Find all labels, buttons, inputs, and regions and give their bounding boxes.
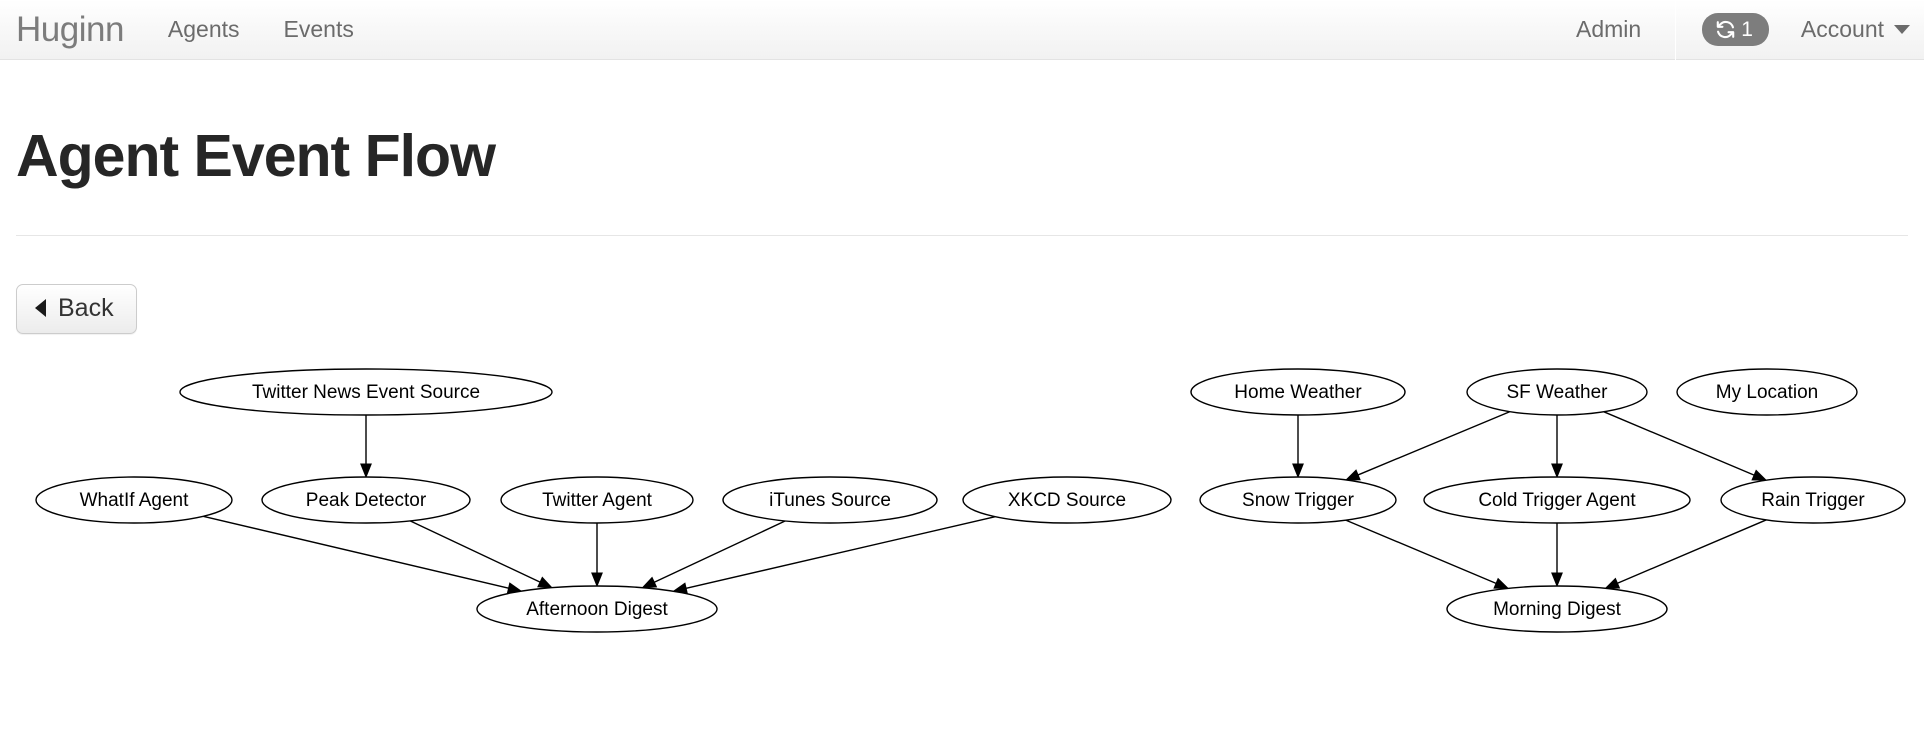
- graph-node-ellipse: [1190, 368, 1406, 416]
- graph-node-sf-weather[interactable]: SF Weather: [1466, 368, 1648, 416]
- graph-edge-arrowhead: [1551, 572, 1563, 588]
- graph-node-ellipse: [179, 368, 553, 416]
- navbar-left-group: Huginn Agents Events: [0, 12, 376, 47]
- graph-node-cold-trigger-agent[interactable]: Cold Trigger Agent: [1423, 476, 1691, 524]
- graph-node-ellipse: [261, 476, 471, 524]
- navbar-right-group: Admin 1 Account: [1554, 0, 1924, 60]
- graph-edge-arrowhead: [1751, 469, 1768, 481]
- title-divider: [16, 234, 1908, 236]
- graph-node-label: My Location: [1716, 382, 1818, 403]
- page-container: Agent Event Flow Back Twitter News Event…: [0, 123, 1924, 654]
- graph-node-ellipse: [1199, 476, 1397, 524]
- worker-status-count: 1: [1741, 18, 1753, 41]
- graph-node-label: WhatIf Agent: [80, 490, 190, 511]
- graph-edge: [685, 515, 996, 589]
- graph-node-whatif-agent[interactable]: WhatIf Agent: [35, 476, 233, 524]
- graph-node-ellipse: [1676, 368, 1858, 416]
- back-button-label: Back: [58, 293, 114, 322]
- graph-edge: [1603, 410, 1755, 476]
- brand-logo[interactable]: Huginn: [16, 10, 124, 49]
- graph-node-label: Afternoon Digest: [526, 599, 668, 620]
- graph-node-home-weather[interactable]: Home Weather: [1190, 368, 1406, 416]
- graph-node-ellipse: [500, 476, 694, 524]
- back-button[interactable]: Back: [16, 283, 137, 334]
- graph-edge: [1357, 410, 1511, 476]
- graph-edge-arrowhead: [1493, 577, 1510, 589]
- graph-node-label: XKCD Source: [1008, 490, 1126, 511]
- graph-node-morning-digest[interactable]: Morning Digest: [1446, 585, 1668, 633]
- graph-node-rain-trigger[interactable]: Rain Trigger: [1720, 476, 1906, 524]
- graph-node-twitter-news-event-source[interactable]: Twitter News Event Source: [179, 368, 553, 416]
- graph-node-label: Peak Detector: [306, 490, 427, 511]
- graph-node-label: Morning Digest: [1493, 599, 1621, 620]
- chevron-left-icon: [35, 299, 46, 318]
- graph-node-afternoon-digest[interactable]: Afternoon Digest: [476, 585, 718, 633]
- worker-status-badge[interactable]: 1: [1702, 13, 1769, 46]
- graph-node-ellipse: [1446, 585, 1668, 633]
- graph-edge-arrowhead: [1604, 577, 1621, 589]
- graph-edge-arrowhead: [1551, 463, 1563, 479]
- caret-down-icon: [1894, 25, 1910, 34]
- page-title: Agent Event Flow: [16, 123, 496, 189]
- graph-node-label: SF Weather: [1506, 382, 1608, 403]
- navbar-divider: [1675, 0, 1677, 60]
- nav-link-agents[interactable]: Agents: [167, 16, 240, 42]
- account-dropdown[interactable]: Account: [1783, 16, 1924, 43]
- graph-node-ellipse: [1720, 476, 1906, 524]
- graph-node-ellipse: [1423, 476, 1691, 524]
- graph-node-label: Cold Trigger Agent: [1478, 490, 1636, 511]
- graph-node-label: iTunes Source: [769, 490, 891, 511]
- graph-edge-layer: [203, 410, 1768, 594]
- graph-node-label: Home Weather: [1234, 382, 1362, 403]
- graph-node-xkcd-source[interactable]: XKCD Source: [962, 476, 1172, 524]
- graph-node-ellipse: [1466, 368, 1648, 416]
- graph-edge-arrowhead: [537, 576, 554, 589]
- graph-node-label: Rain Trigger: [1761, 490, 1865, 511]
- graph-node-ellipse: [35, 476, 233, 524]
- graph-node-label: Snow Trigger: [1242, 490, 1355, 511]
- account-label: Account: [1800, 16, 1884, 42]
- graph-edge-arrowhead: [641, 576, 658, 589]
- graph-edge: [409, 520, 541, 583]
- graph-node-peak-detector[interactable]: Peak Detector: [261, 476, 471, 524]
- graph-edge-arrowhead: [360, 463, 372, 479]
- graph-edge: [1345, 519, 1497, 584]
- graph-node-twitter-agent[interactable]: Twitter Agent: [500, 476, 694, 524]
- graph-node-my-location[interactable]: My Location: [1676, 368, 1858, 416]
- graph-node-label: Twitter Agent: [542, 490, 653, 511]
- graph-edge-arrowhead: [591, 572, 603, 588]
- graph-edge-arrowhead: [1292, 463, 1304, 479]
- navbar: Huginn Agents Events Admin 1 Account: [0, 0, 1924, 60]
- graph-node-snow-trigger[interactable]: Snow Trigger: [1199, 476, 1397, 524]
- graph-edge-arrowhead: [1344, 469, 1361, 481]
- graph-node-itunes-source[interactable]: iTunes Source: [722, 476, 938, 524]
- graph-edge: [1617, 519, 1767, 584]
- refresh-icon: [1715, 19, 1736, 40]
- graph-edge: [653, 520, 786, 583]
- graph-node-label: Twitter News Event Source: [252, 382, 480, 403]
- graph-node-ellipse: [962, 476, 1172, 524]
- graph-node-ellipse: [722, 476, 938, 524]
- nav-link-admin[interactable]: Admin: [1576, 16, 1642, 42]
- graph-node-ellipse: [476, 585, 718, 633]
- nav-link-events[interactable]: Events: [283, 16, 354, 42]
- graph-edge: [203, 515, 509, 589]
